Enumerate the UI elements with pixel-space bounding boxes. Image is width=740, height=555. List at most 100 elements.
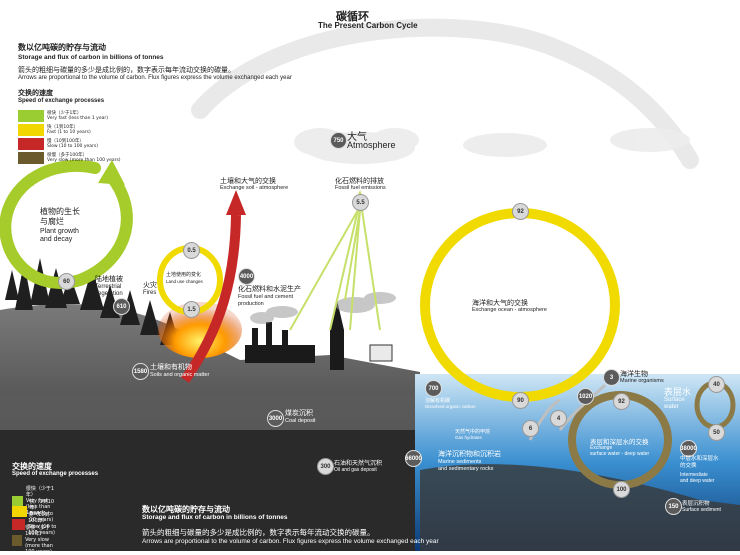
legend-item-very-fast: 很快（少于1年）Very fast (less than 1 year): [47, 111, 108, 121]
intermediate-zh: 中层水和深层水 的交换: [680, 456, 719, 469]
land-use-bottom-value: 1.5: [183, 301, 200, 318]
oil-en: Oil and gas deposit: [334, 467, 377, 473]
plant-flux-value: 60: [58, 273, 75, 290]
legend-bottom-row: 快（1到10年）Fast (1 to 10 years): [12, 499, 57, 523]
fossil-emission-arrows: [289, 209, 381, 331]
deep-exchange-top-value: 92: [613, 393, 630, 410]
storage-bottom-note-en: Arrows are proportional to the volume of…: [142, 538, 439, 545]
ocean-exchange-zh: 海洋和大气的交换: [472, 299, 528, 307]
storage-title-en: Storage and flux of carbon in billions o…: [18, 54, 164, 61]
storage-note-zh: 箭头的粗细与碳量的多少是成比例的，数字表示每年流动交换的碳量。: [18, 66, 235, 74]
title-zh: 碳循环: [336, 10, 369, 23]
surface-water-value-bottom: 50: [708, 424, 725, 441]
dissolved-zh: 溶解有机碳: [425, 398, 451, 404]
legend-bottom-title-en: Speed of exchange processes: [12, 471, 99, 477]
surface-water-en: Surface water: [664, 397, 685, 410]
surface-water-value-top: 40: [708, 376, 725, 393]
legend-bottom-row: 慢（10到100年）Slow (10 to 100 years): [12, 512, 57, 536]
legend-swatch-very-fast: [18, 110, 44, 122]
smoke: [250, 292, 396, 324]
marine-org-en: Marine organisms: [620, 378, 664, 384]
surface-sed-value: 150: [665, 498, 682, 515]
storage-note-en: Arrows are proportional to the volume of…: [18, 75, 292, 81]
surface-sed-en: Surface sediment: [682, 507, 721, 513]
fossil-prod-zh: 化石燃料和水泥生产: [238, 285, 301, 293]
legend-swatch-very-slow: [18, 152, 44, 164]
plant-label-en: Plant growth and decay: [40, 228, 79, 243]
ocean-exchange-top-value: 92: [512, 203, 529, 220]
oil-zh: 石油和天然气沉积: [334, 460, 383, 467]
oil-value: 300: [317, 458, 334, 475]
deep-exchange-zh: 表层和深层水的交换: [590, 438, 649, 446]
atmosphere-value: 750: [330, 132, 347, 149]
legend-bottom-swatch: [12, 534, 23, 546]
marine-sed-zh: 海洋沉积物和沉积岩: [438, 450, 501, 458]
ground-deep: [0, 430, 420, 551]
gas-hydrates-zh: 天然气中的甲烷: [455, 429, 491, 435]
soil-exchange-en: Exchange soil - atmosphere: [220, 185, 289, 191]
marine-org-zh: 海洋生物: [620, 370, 648, 378]
marine-org-value: 3: [603, 369, 620, 386]
storage-title-zh: 数以亿吨碳的貯存与流动: [18, 43, 106, 52]
ocean-exchange-en: Exchange ocean - atmosphere: [472, 307, 547, 313]
truck: [369, 344, 393, 362]
flux-value-a: 6: [522, 420, 539, 437]
fossil-emissions-zh: 化石燃料的排放: [335, 177, 384, 185]
soils-zh: 土壤和有机物: [150, 363, 192, 371]
terrestrial-en: Terrestrial vegetation: [95, 284, 123, 297]
legend-title-en: Speed of exchange processes: [18, 98, 105, 104]
ground-soil-band: [0, 395, 420, 430]
coal-value: 3000: [267, 410, 284, 427]
legend-item-fast: 快（1到10年）Fast (1 to 10 years): [47, 125, 91, 135]
intermediate-value: 38000: [680, 440, 697, 457]
title-en: The Present Carbon Cycle: [318, 21, 418, 30]
cycle-arc-top: [191, 18, 699, 169]
legend-bottom-swatch: [12, 505, 27, 517]
storage-bottom-zh: 数以亿吨碳的貯存与流动: [142, 505, 230, 514]
atmosphere-zh: 大气: [347, 132, 367, 143]
soil-exchange-zh: 土壤和大气的交换: [220, 177, 276, 185]
soil-exchange-arrow: [180, 214, 241, 383]
legend-bottom-text: 快（1到10年）Fast (1 to 10 years): [29, 499, 55, 523]
flux-value-b: 4: [550, 410, 567, 427]
land-use-en: Land use changes: [166, 279, 203, 284]
soils-value: 1580: [132, 363, 149, 380]
terrestrial-value: 610: [113, 298, 130, 315]
surface-water-zh: 表层水: [664, 388, 692, 398]
deep-exchange-bottom-value: 100: [613, 481, 630, 498]
plant-label-zh: 植物的生长 与腐烂: [40, 207, 80, 226]
coal-zh: 煤炭沉积: [285, 409, 313, 417]
soils-en: Soils and organic matter: [150, 372, 210, 378]
land-use-top-value: 0.5: [183, 242, 200, 259]
intermediate-en: Intermediate and deep water: [680, 472, 715, 484]
gas-hydrates-en: Gas hydrates: [455, 435, 482, 440]
plant-cycle-arrow: [0, 159, 133, 289]
dissolved-en: Dissolved organic carbon: [425, 404, 476, 409]
legend-bottom-text: 慢（10到100年）Slow (10 to 100 years): [28, 512, 57, 536]
legend-bottom-swatch: [12, 518, 26, 530]
legend-swatch-slow: [18, 138, 44, 150]
marine-sed-value: 66000: [405, 450, 422, 467]
legend-bottom-row: 很快（少于1年）Very fast (less than 1 year): [12, 486, 54, 516]
fossil-prod-value: 4000: [238, 268, 255, 285]
legend-item-slow: 慢（10到100年）Slow (10 to 100 years): [47, 139, 98, 149]
fossil-prod-en: Fossil fuel and cement production: [238, 294, 294, 307]
land-use-zh: 土地使用的变化: [166, 272, 202, 278]
storage-bottom-en: Storage and flux of carbon in billions o…: [142, 514, 288, 521]
marine-sed-en: Marine sediments and sedimentary rocks: [438, 459, 494, 472]
legend-item-very-slow: 很慢（多于100年）Very slow (more than 100 years…: [47, 153, 121, 163]
legend-bottom-title-zh: 交换的速度: [12, 462, 52, 471]
legend-title-zh: 交换的速度: [18, 89, 53, 97]
fossil-emissions-en: Fossil fuel emissions: [335, 185, 386, 191]
atmosphere-en: Atmosphere: [347, 140, 396, 150]
legend-swatch-fast: [18, 124, 44, 136]
coal-en: Coal deposit: [285, 418, 316, 424]
fossil-emissions-value: 5.5: [352, 194, 369, 211]
sea-floor: [420, 464, 740, 551]
storage-bottom-note-zh: 箭头的粗细与碳量的多少是成比例的，数字表示每年流动交换的碳量。: [142, 528, 375, 537]
fires-en: Fires: [143, 290, 157, 296]
dissolved-value: 700: [425, 380, 442, 397]
terrestrial-zh: 陆地植被: [95, 275, 123, 283]
ocean-exchange-bottom-value: 90: [512, 392, 529, 409]
